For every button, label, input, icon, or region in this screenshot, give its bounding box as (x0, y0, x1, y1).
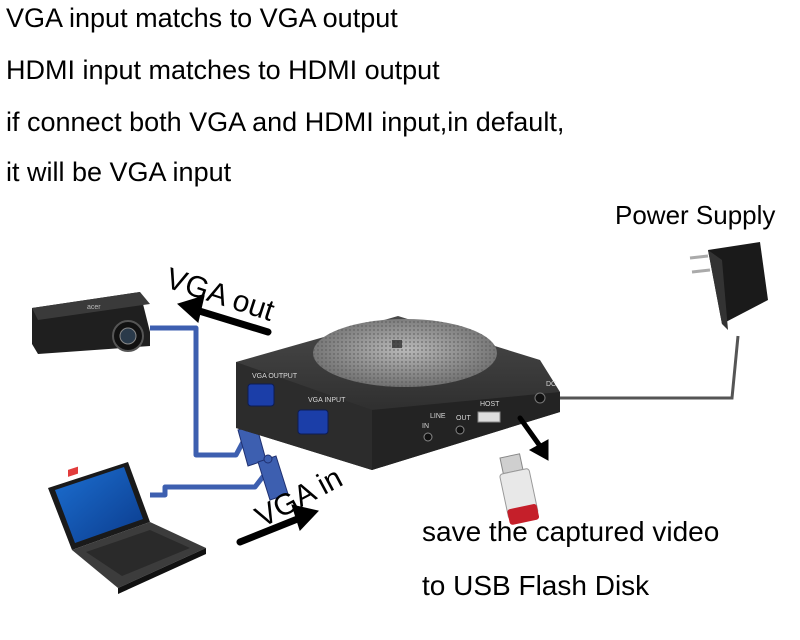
vga-input-label: VGA INPUT (308, 397, 346, 404)
vga-out-arrow-icon (177, 295, 272, 336)
vga-cables (150, 325, 270, 498)
usb-arrow-icon (517, 415, 549, 461)
capture-device: VGA OUTPUT VGA INPUT LINE IN OUT HOST DC (236, 316, 560, 470)
power-cable (560, 335, 740, 400)
vga-output-label: VGA OUTPUT (252, 373, 298, 380)
vga-in-arrow-icon (236, 504, 319, 546)
power-supply-label: Power Supply (615, 200, 776, 230)
dc-label: DC (546, 381, 556, 388)
power-adapter (560, 242, 768, 400)
save-caption-line-2: to USB Flash Disk (422, 570, 650, 601)
description-line-2: HDMI input matches to HDMI output (6, 55, 440, 85)
usb-flash-disk (499, 453, 540, 525)
save-caption-line-1: save the captured video (422, 516, 720, 547)
line-label: LINE (430, 413, 446, 420)
vga-out-cable (150, 325, 247, 458)
laptop (48, 462, 206, 594)
in-label: IN (422, 423, 429, 430)
projector: acer (32, 292, 150, 354)
out-label: OUT (456, 415, 472, 422)
description-line-1: VGA input matchs to VGA output (6, 3, 398, 33)
description-line-4: it will be VGA input (6, 157, 232, 187)
arrows (177, 295, 549, 546)
description-line-3: if connect both VGA and HDMI input,in de… (6, 107, 565, 137)
vga-in-cable (150, 468, 270, 498)
projector-brand: acer (87, 304, 101, 311)
host-label: HOST (480, 401, 500, 408)
